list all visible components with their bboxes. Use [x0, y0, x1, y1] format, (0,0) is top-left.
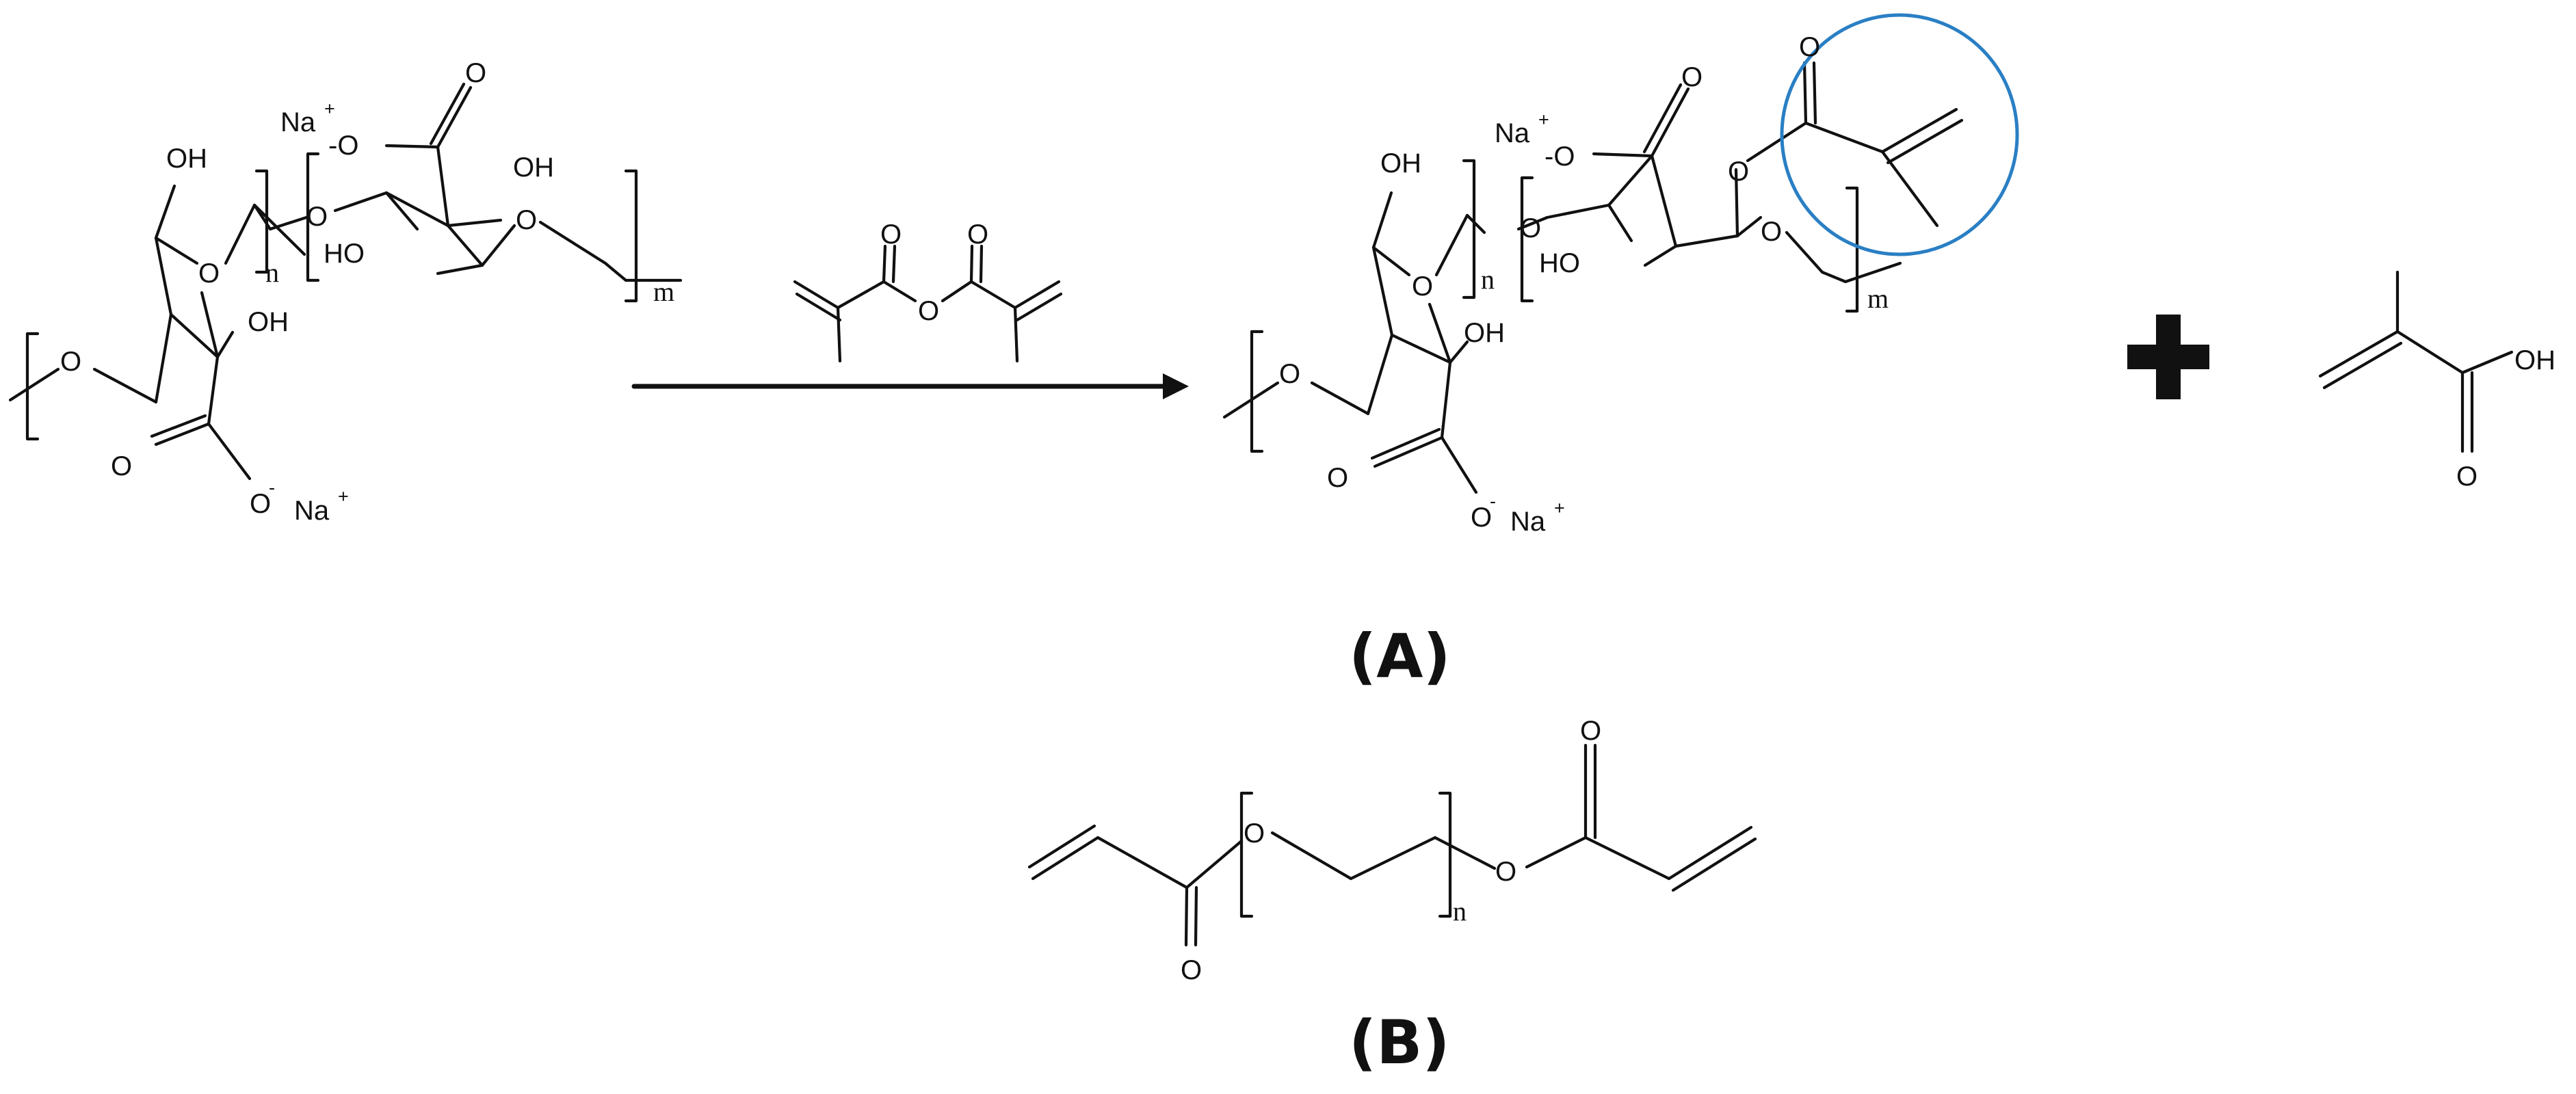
subscript-n: n — [1453, 896, 1467, 926]
peg-diacrylate-structure — [1027, 743, 1757, 947]
methacrylic-acid-atom-labels: OH O — [2456, 345, 2555, 492]
atom-label: OH — [248, 307, 289, 337]
charge-label: - — [1490, 491, 1496, 511]
atom-label: OH — [1380, 148, 1421, 178]
atom-label: OH — [166, 144, 207, 174]
atom-label: O — [1728, 157, 1749, 187]
atom-label: O — [1580, 716, 1601, 746]
atom-label: O — [111, 451, 132, 481]
atom-label: OH — [513, 152, 554, 183]
charge-label: - — [269, 477, 275, 498]
panel-label-b: (B) — [1349, 1007, 1450, 1078]
atom-label: O — [306, 202, 328, 232]
atom-label: O — [1279, 359, 1300, 389]
charge-label: + — [338, 486, 349, 507]
sodium-alginate-structure — [8, 82, 683, 481]
charge-label: + — [1538, 109, 1549, 130]
alginate-atom-labels: O OH O OH O O - Na + n O Na + -O O OH HO… — [60, 58, 674, 526]
alginate-methacrylate-atom-labels: O OH O OH O O - Na + n O Na + -O O O O O… — [1279, 32, 1889, 537]
atom-label: O — [516, 205, 537, 235]
atom-label: O — [1520, 213, 1541, 243]
anhydride-atom-labels: O O O — [880, 219, 988, 326]
atom-label: O — [1761, 217, 1782, 247]
panel-label-a: (A) — [1349, 621, 1451, 691]
plus-icon — [2127, 315, 2209, 399]
atom-label: OH — [1464, 318, 1505, 348]
atom-label: O — [465, 58, 486, 88]
atom-label: O — [1495, 857, 1516, 887]
atom-label: O — [967, 219, 988, 250]
atom-label: O — [1327, 463, 1348, 493]
highlight-circle — [1780, 13, 2019, 256]
atom-label: O — [60, 347, 81, 377]
atom-label: Na — [294, 496, 330, 526]
subscript-n: n — [265, 257, 279, 288]
peg-diacrylate-atom-labels: O O n O O — [1181, 716, 1601, 985]
atom-label: O — [1181, 955, 1202, 985]
atom-label: -O — [1545, 142, 1575, 172]
methacrylic-anhydride-structure — [793, 244, 1063, 363]
charge-label: + — [324, 98, 335, 119]
atom-label: O — [880, 219, 902, 250]
atom-label: HO — [1539, 248, 1580, 278]
atom-label: O — [918, 296, 939, 326]
atom-label: O — [1471, 503, 1492, 533]
subscript-n: n — [1481, 264, 1495, 295]
charge-label: + — [1554, 498, 1565, 518]
atom-label: O — [198, 258, 220, 289]
alginate-methacrylate-structure — [1222, 61, 1964, 494]
atom-label: O — [2456, 462, 2478, 492]
atom-label: O — [1799, 32, 1820, 62]
atom-label: Na — [1510, 507, 1546, 537]
atom-label: O — [1681, 62, 1703, 92]
atom-label: OH — [2514, 345, 2555, 375]
methacrylic-acid-structure — [2318, 270, 2514, 453]
subscript-m: m — [1867, 283, 1889, 314]
atom-label: HO — [324, 239, 365, 269]
atom-label: Na — [1495, 118, 1530, 148]
subscript-m: m — [653, 276, 674, 307]
reaction-arrow — [631, 373, 1189, 399]
atom-label: O — [250, 489, 271, 519]
atom-label: Na — [280, 107, 316, 137]
atom-label: O — [1244, 818, 1265, 849]
atom-label: O — [1412, 271, 1433, 302]
atom-label: -O — [328, 131, 358, 161]
